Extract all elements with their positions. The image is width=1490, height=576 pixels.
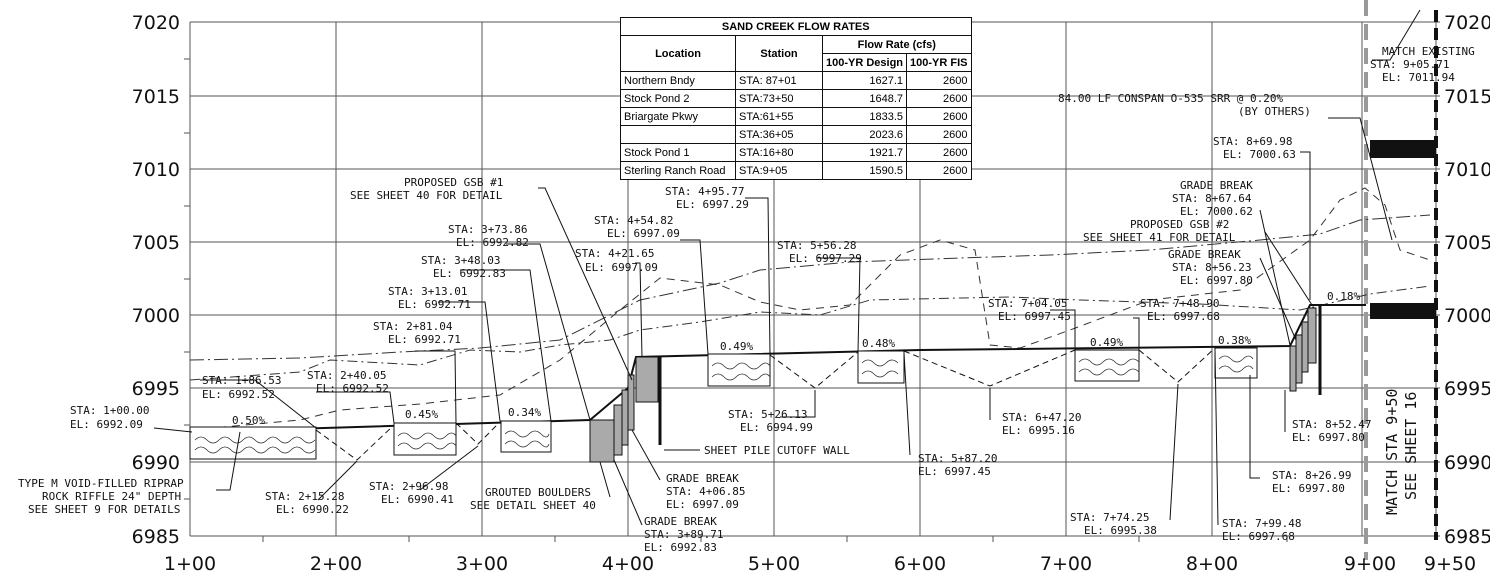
elev-label: 7005 <box>132 232 180 254</box>
elev-label-right: 7015 <box>1444 86 1490 108</box>
header-flow-rate: Flow Rate (cfs) <box>822 35 972 54</box>
station-label: 6+00 <box>894 553 946 575</box>
elev-label: 6990 <box>132 452 180 474</box>
elev-label-right: 6990 <box>1444 452 1490 474</box>
elev-label: 7000 <box>132 305 180 327</box>
header-location: Location <box>620 35 736 72</box>
proposed-profile <box>189 304 1366 433</box>
design-water-surface <box>189 214 1431 361</box>
pool-lines <box>315 347 1216 461</box>
minor-ticks <box>184 58 1288 542</box>
elev-label-right: 6995 <box>1444 378 1490 400</box>
elev-label-right: 7000 <box>1444 305 1490 327</box>
slope-label: 0.50% <box>232 414 265 427</box>
leader-lines <box>153 9 1421 526</box>
station-label: 3+00 <box>456 553 508 575</box>
elev-label-right: 7005 <box>1444 232 1490 254</box>
gsb1-structure <box>589 356 659 463</box>
see-sheet-text: SEE SHEET 16 <box>1402 392 1420 500</box>
elev-label-right: 7010 <box>1444 159 1490 181</box>
note-sheet-pile: SHEET PILE CUTOFF WALL <box>704 444 850 457</box>
elev-label: 7020 <box>132 12 180 34</box>
station-label: 4+00 <box>602 553 654 575</box>
slope-label: 0.34% <box>508 406 541 419</box>
slope-label: 0.49% <box>720 340 753 353</box>
flow-rates-table: SAND CREEK FLOW RATES Location Station F… <box>620 17 972 180</box>
elev-label: 6985 <box>132 526 180 548</box>
elev-label: 7015 <box>132 86 180 108</box>
header-fis: 100-YR FIS <box>906 53 972 72</box>
elev-label-right: 7020 <box>1444 12 1490 34</box>
conspan-top <box>1370 140 1436 158</box>
slope-label: 0.18% <box>1327 290 1360 303</box>
station-label: 8+00 <box>1186 553 1238 575</box>
station-label: 9+00 <box>1344 553 1396 575</box>
station-label: 1+00 <box>164 553 216 575</box>
station-label: 2+00 <box>310 553 362 575</box>
station-label: 5+00 <box>748 553 800 575</box>
header-design: 100-YR Design <box>821 53 908 72</box>
riffle-rocks <box>189 347 1258 460</box>
note-conspan: 84.00 LF CONSPAN O-535 SRR @ 0.20%(BY OT… <box>1058 92 1311 118</box>
table-title: SAND CREEK FLOW RATES <box>620 17 972 36</box>
header-station: Station <box>735 35 823 72</box>
existing-ground-line <box>189 285 1431 381</box>
elev-label-right: 6985 <box>1444 526 1490 548</box>
fis-water-surface <box>189 187 1431 431</box>
station-label: 7+00 <box>1040 553 1092 575</box>
slope-label: 0.49% <box>1090 336 1123 349</box>
slope-label: 0.38% <box>1218 334 1251 347</box>
match-sta-text: MATCH STA 9+50 <box>1383 389 1401 515</box>
gsb2-structure <box>1289 307 1317 392</box>
station-label: 9+50 <box>1424 553 1476 575</box>
elev-label: 6995 <box>132 378 180 400</box>
slope-label: 0.45% <box>405 408 438 421</box>
elev-label: 7010 <box>132 159 180 181</box>
slope-label: 0.48% <box>862 337 895 350</box>
rock-texture <box>194 355 1254 454</box>
conspan-invert <box>1370 303 1436 319</box>
